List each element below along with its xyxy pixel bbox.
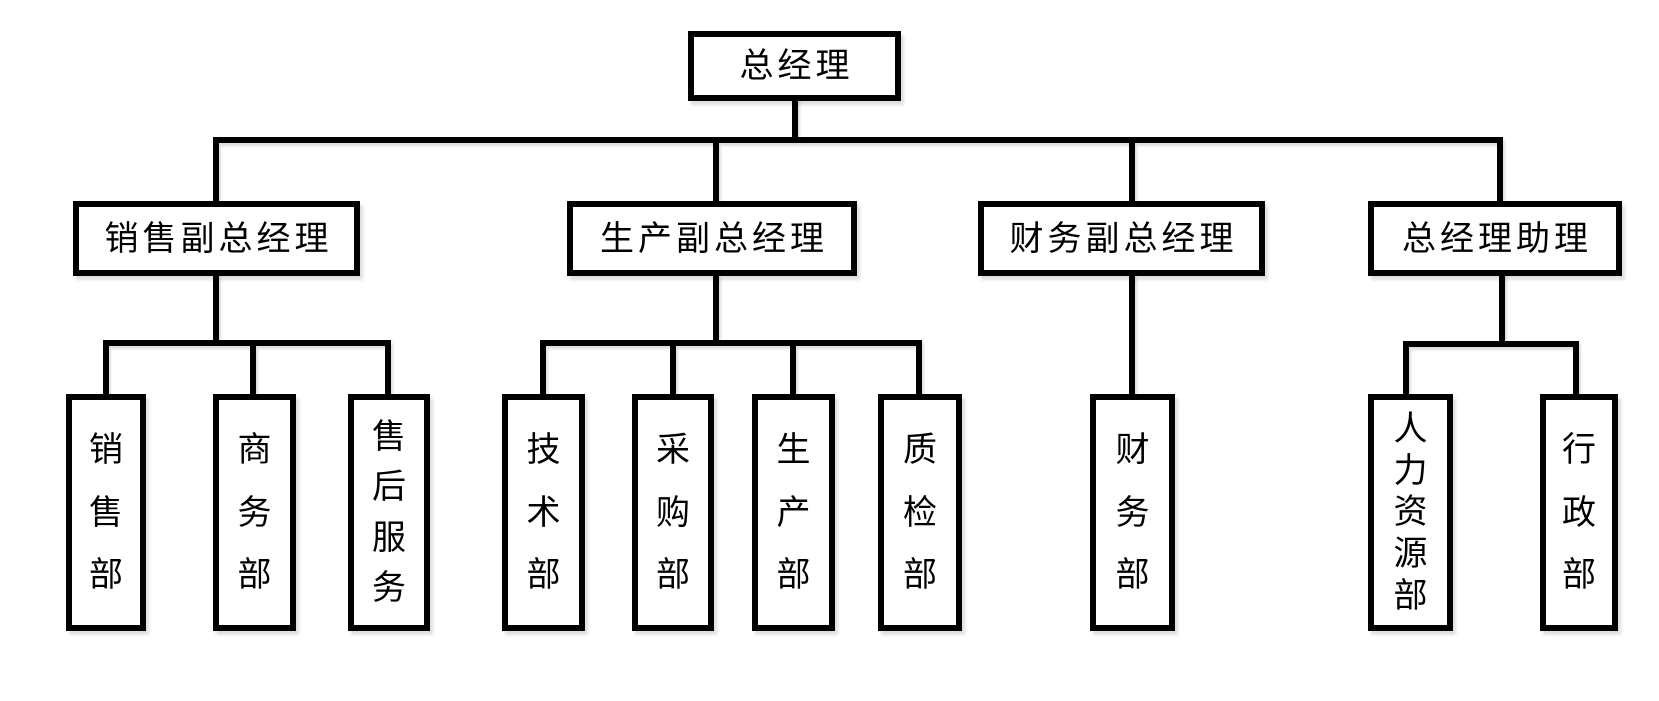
- vertical-label-char: 售: [89, 492, 123, 533]
- vertical-label-char: 务: [237, 492, 272, 533]
- connector-assistant-group-bar: [1403, 341, 1579, 397]
- vertical-label-char: 财: [1115, 429, 1150, 470]
- vertical-label-char: 商: [237, 429, 272, 470]
- vertical-label-char: 力: [1393, 450, 1428, 491]
- vertical-label-char: 售: [372, 417, 406, 458]
- vertical-label-char: 部: [903, 555, 937, 596]
- node-gm-assistant: 总经理助理: [1368, 201, 1622, 276]
- node-production-dept: 生产部: [752, 394, 835, 631]
- vertical-label-char: 部: [1562, 555, 1596, 596]
- connector-top-bar: [213, 137, 1503, 203]
- node-finance-dept: 财务部: [1090, 394, 1175, 631]
- vertical-label-char: 采: [656, 429, 690, 470]
- node-technology-dept: 技术部: [502, 394, 585, 631]
- node-finance-vice-gm: 财务副总经理: [978, 201, 1265, 276]
- node-after-sales-service: 售后服务: [348, 394, 430, 631]
- vertical-label-char: 政: [1562, 492, 1596, 533]
- node-quality-inspection-dept: 质检部: [878, 394, 962, 631]
- vertical-label-char: 务: [1115, 492, 1150, 533]
- vertical-label-char: 技: [526, 429, 561, 470]
- node-production-vice-gm: 生产副总经理: [567, 201, 857, 276]
- node-commerce-dept: 商务部: [213, 394, 296, 631]
- vertical-label-char: 部: [1115, 555, 1150, 596]
- vertical-label-char: 部: [526, 555, 561, 596]
- node-procurement-dept: 采购部: [632, 394, 714, 631]
- vertical-label-char: 质: [903, 429, 937, 470]
- vertical-label-char: 资: [1393, 492, 1428, 533]
- node-sales-dept: 销售部: [66, 394, 146, 631]
- vertical-label-char: 行: [1562, 429, 1596, 470]
- vertical-label-char: 检: [903, 492, 937, 533]
- vertical-label-char: 务: [372, 567, 406, 608]
- node-hr-dept: 人力资源部: [1368, 394, 1453, 631]
- vertical-label-char: 后: [372, 467, 406, 508]
- vertical-label-char: 部: [656, 555, 690, 596]
- vertical-label-char: 购: [656, 492, 690, 533]
- vertical-label-char: 源: [1393, 534, 1428, 575]
- vertical-label-char: 人: [1393, 408, 1428, 449]
- vertical-label-char: 产: [776, 492, 811, 533]
- vertical-label-char: 生: [776, 429, 811, 470]
- connector-production-group-bar: [540, 340, 922, 397]
- connector-sales-group-bar: [103, 340, 391, 397]
- node-admin-dept: 行政部: [1540, 394, 1618, 631]
- node-sales-vice-gm: 销售副总经理: [73, 201, 360, 276]
- vertical-label-char: 部: [89, 555, 123, 596]
- vertical-label-char: 服: [372, 517, 406, 558]
- vertical-label-char: 部: [1393, 576, 1428, 617]
- vertical-label-char: 部: [776, 555, 811, 596]
- vertical-label-char: 术: [526, 492, 561, 533]
- node-general-manager: 总经理: [688, 31, 901, 101]
- vertical-label-char: 部: [237, 555, 272, 596]
- vertical-label-char: 销: [89, 429, 123, 470]
